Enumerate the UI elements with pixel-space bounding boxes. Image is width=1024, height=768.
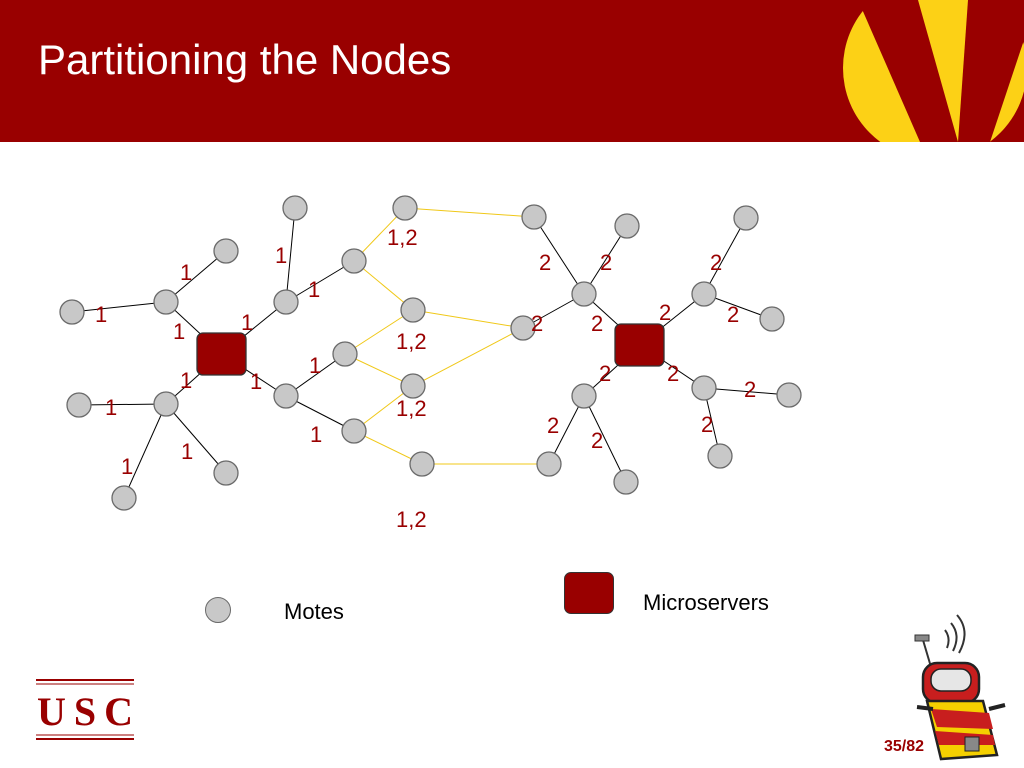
- mote: [400, 297, 426, 323]
- label-1: 1: [95, 302, 107, 327]
- mote: [153, 289, 179, 315]
- mote: [111, 485, 137, 511]
- label-1: 1: [308, 277, 320, 302]
- label-1: 1: [309, 353, 321, 378]
- label-1: 1: [275, 243, 287, 268]
- mote: [59, 299, 85, 325]
- mote: [409, 451, 435, 477]
- partition-labels: 1 1 1 1 1 1 1 1 1 1 1 1 1 1,2 1,2 1,2 1,…: [95, 225, 756, 532]
- legend-motes-label: Motes: [284, 599, 344, 624]
- label-2: 2: [591, 311, 603, 336]
- label-1: 1: [105, 395, 117, 420]
- mote: [392, 195, 418, 221]
- label-2: 2: [531, 311, 543, 336]
- label-1: 1: [250, 369, 262, 394]
- mote: [282, 195, 308, 221]
- label-2: 2: [539, 250, 551, 275]
- mote: [273, 383, 299, 409]
- microserver: [196, 332, 247, 376]
- mote: [536, 451, 562, 477]
- microserver-nodes: [196, 323, 665, 376]
- mote: [66, 392, 92, 418]
- mote: [571, 281, 597, 307]
- label-2: 2: [599, 361, 611, 386]
- label-1: 1: [310, 422, 322, 447]
- network-diagram: 1 1 1 1 1 1 1 1 1 1 1 1 1 1,2 1,2 1,2 1,…: [59, 195, 802, 532]
- mote: [691, 281, 717, 307]
- mote-nodes: [59, 195, 802, 511]
- mote: [521, 204, 547, 230]
- robot-mascot-icon: [914, 614, 1006, 761]
- mote: [273, 289, 299, 315]
- label-1: 1: [180, 368, 192, 393]
- label-2: 2: [591, 428, 603, 453]
- label-2: 2: [701, 412, 713, 437]
- mote: [341, 418, 367, 444]
- mote: [341, 248, 367, 274]
- mote: [510, 315, 536, 341]
- legend-microservers-label: Microservers: [643, 590, 769, 615]
- mote: [776, 382, 802, 408]
- label-1: 1: [180, 260, 192, 285]
- label-1-2: 1,2: [396, 329, 427, 354]
- mote: [213, 238, 239, 264]
- mote: [571, 383, 597, 409]
- label-2: 2: [659, 300, 671, 325]
- header-bar: Partitioning the Nodes: [0, 0, 1024, 142]
- legend-microserver-swatch: [564, 572, 614, 614]
- label-1: 1: [121, 454, 133, 479]
- usc-logo-text: USC: [37, 689, 133, 734]
- label-1-2: 1,2: [396, 507, 427, 532]
- label-1: 1: [173, 319, 185, 344]
- label-2: 2: [744, 377, 756, 402]
- microserver: [614, 323, 665, 367]
- mote: [400, 373, 426, 399]
- mote: [213, 460, 239, 486]
- label-1-2: 1,2: [396, 396, 427, 421]
- usc-logo: USC: [36, 679, 134, 740]
- legend-mote-swatch: [205, 597, 231, 623]
- label-1-2: 1,2: [387, 225, 418, 250]
- label-1: 1: [181, 439, 193, 464]
- header-logo: [843, 0, 1024, 142]
- mote: [733, 205, 759, 231]
- mote: [707, 443, 733, 469]
- label-2: 2: [600, 250, 612, 275]
- mote: [332, 341, 358, 367]
- slide-title: Partitioning the Nodes: [38, 36, 452, 83]
- label-1: 1: [241, 310, 253, 335]
- page-number: 35/82: [884, 738, 925, 755]
- label-2: 2: [667, 361, 679, 386]
- label-2: 2: [727, 302, 739, 327]
- label-2: 2: [710, 250, 722, 275]
- mote: [614, 213, 640, 239]
- mote: [691, 375, 717, 401]
- mote: [759, 306, 785, 332]
- mote: [153, 391, 179, 417]
- label-2: 2: [547, 413, 559, 438]
- mote: [613, 469, 639, 495]
